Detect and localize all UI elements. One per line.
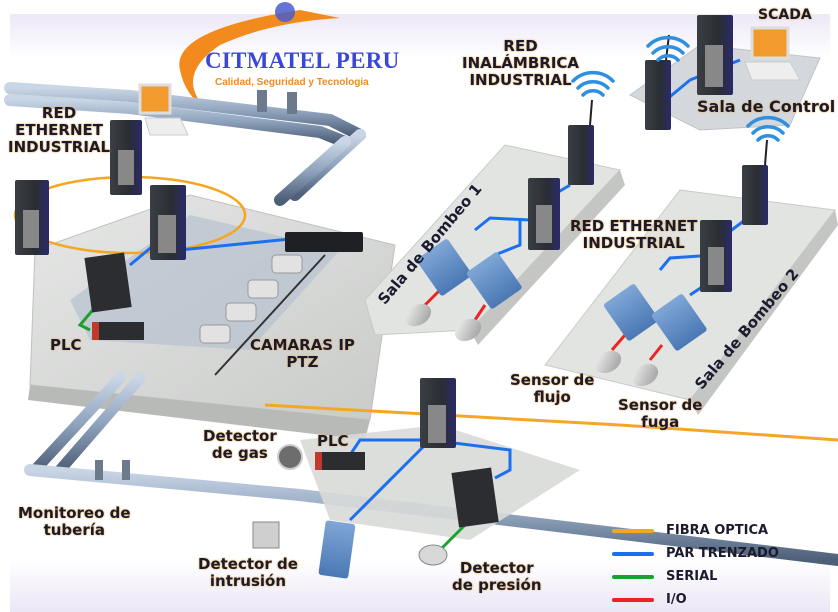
io-module [603,284,659,341]
hmi-panel [84,252,132,313]
legend-swatch [612,597,654,602]
valve-icon [95,460,103,480]
valve-icon [287,92,297,114]
legend-item-serial: SERIAL [612,565,779,588]
detector-intrusion-label: Detector de intrusión [198,555,298,590]
video-recorder [285,232,363,252]
red-inalambrica-label: RED INALÁMBRICA INDUSTRIAL [462,37,580,89]
camera-rail [214,254,326,376]
pipeline-top [4,82,366,206]
io-module [651,294,707,351]
ethernet-switch [697,15,733,95]
flow-sensor [594,350,622,374]
legend-swatch [612,551,654,556]
plc-device [92,322,144,340]
valve-icon [257,90,267,112]
pipeline-bottom [24,372,838,566]
plc-device [315,452,365,470]
scada-workstation-icon [744,26,801,81]
hmi-panel [451,467,499,528]
io-module [416,239,472,296]
sensor-fuga-label: Sensor de fuga [618,396,703,431]
sala-control-label: Sala de Control [697,97,836,116]
wifi-icon [746,115,790,142]
legend-item-par-trenzado: PAR TRENZADO [612,542,779,565]
legend-item-io: I/O [612,588,779,611]
io-module [466,252,522,309]
plc-label-bottom: PLC [317,432,349,450]
brand-tagline: Calidad, Seguridad y Tecnologia [215,77,369,88]
legend: FIBRA OPTICA PAR TRENZADO SERIAL I/O [612,519,779,611]
wireless-access-point [742,139,768,225]
fiber-optic-line [264,403,838,442]
red-ethernet-left-label: RED ETHERNET INDUSTRIAL [8,104,111,156]
workstation-icon [138,83,189,136]
camaras-label: CAMARAS IP PTZ [250,336,355,371]
scada-label: SCADA [758,7,812,23]
intrusion-detector-icon [252,521,280,549]
ethernet-switch [528,178,560,250]
ethernet-switch [150,185,186,260]
monitoreo-tuberia-label: Monitoreo de tubería [18,504,131,539]
legend-item-fibra: FIBRA OPTICA [612,519,779,542]
ethernet-switch [110,120,142,195]
logo-swoosh [179,10,340,108]
legend-swatch [612,574,654,579]
pressure-detector-icon [418,544,448,566]
valve-icon [122,460,130,480]
legend-swatch [612,528,654,533]
ip-cameras [199,254,303,344]
ethernet-switch [420,378,456,448]
wifi-icon [571,70,615,97]
wireless-access-point [568,99,594,185]
sensor-flujo-label: Sensor de flujo [510,371,595,406]
wifi-icon [646,35,690,62]
ethernet-switch [15,180,49,255]
footer-wash [10,560,830,612]
main-station-platform [28,194,396,440]
detector-gas-label: Detector de gas [203,427,277,462]
ethernet-switch [700,220,732,292]
leak-sensor [631,363,659,387]
io-links [423,288,664,361]
serial-links [77,304,467,552]
plc-label-top: PLC [50,336,82,354]
brand-name: CITMATEL PERU [205,48,400,73]
flow-sensor [404,303,432,327]
detector-presion-label: Detector de presión [452,559,542,594]
red-ethernet-right-label: RED ETHERNET INDUSTRIAL [570,217,698,252]
io-module [318,520,356,579]
flow-sensor [454,318,482,342]
logo-globe-icon [275,2,295,22]
gas-detector-icon [277,444,303,470]
